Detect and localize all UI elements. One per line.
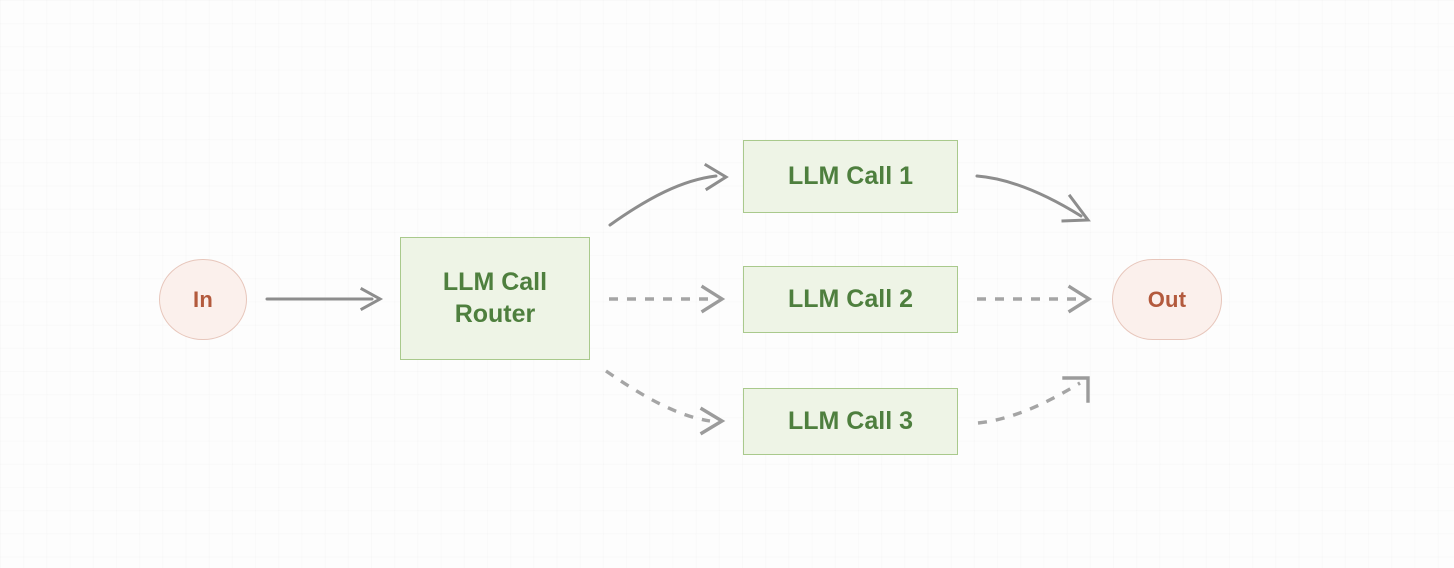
edge-in-to-router — [265, 286, 384, 312]
node-llm-call-router-label: LLM Call Router — [443, 267, 547, 330]
edge-router-to-call1 — [608, 162, 729, 227]
edge-router-to-call3 — [605, 369, 726, 436]
edge-call3-to-out — [977, 376, 1090, 425]
node-llm-call-3[interactable]: LLM Call 3 — [743, 388, 958, 455]
node-llm-call-1[interactable]: LLM Call 1 — [743, 140, 958, 213]
node-llm-call-router-label-line2: Router — [454, 299, 536, 328]
node-output[interactable]: Out — [1112, 259, 1222, 340]
node-llm-call-3-label: LLM Call 3 — [787, 406, 913, 435]
node-input[interactable]: In — [159, 259, 247, 340]
edge-call2-to-out — [977, 284, 1093, 314]
node-llm-call-router[interactable]: LLM Call Router — [400, 237, 590, 360]
edge-call1-to-out — [975, 174, 1091, 223]
node-input-label: In — [193, 286, 213, 312]
edge-router-to-call2 — [609, 284, 726, 314]
node-llm-call-router-label-line1: LLM Call — [442, 268, 548, 296]
node-llm-call-2[interactable]: LLM Call 2 — [743, 266, 958, 333]
node-llm-call-1-label: LLM Call 1 — [787, 161, 913, 190]
node-llm-call-2-label: LLM Call 2 — [787, 284, 913, 313]
node-output-label: Out — [1147, 286, 1187, 312]
